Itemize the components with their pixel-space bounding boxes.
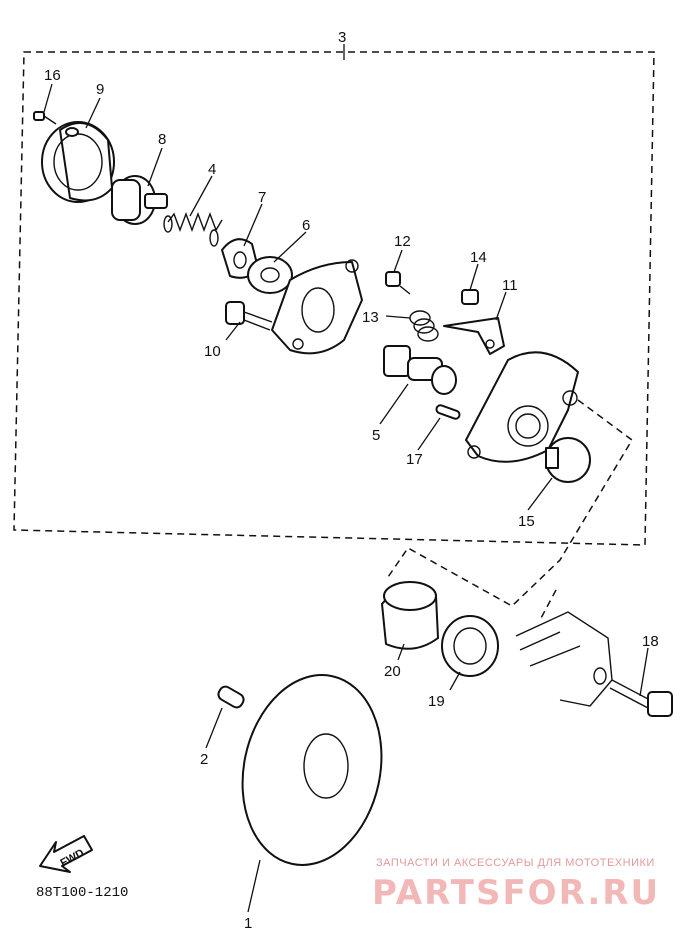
part-9-cover — [41, 121, 115, 203]
connector-lines-2 — [539, 589, 557, 621]
connector-lines — [385, 399, 633, 607]
label-20: 20 — [384, 663, 401, 680]
part-11-lever — [443, 317, 505, 355]
part-13-spring — [409, 310, 439, 342]
label-10: 10 — [204, 343, 221, 360]
label-14: 14 — [470, 249, 487, 266]
part-17-pin — [435, 404, 461, 420]
label-15: 15 — [518, 513, 535, 530]
part-4-spring — [163, 212, 223, 247]
assembly-boundary — [13, 51, 655, 546]
part-8-shaft-gear — [111, 175, 168, 225]
part-16-screw — [33, 111, 57, 125]
part-2-key — [217, 685, 245, 709]
part-18-bolt — [609, 679, 673, 717]
label-4: 4 — [208, 161, 216, 178]
part-1-drive-plate — [241, 674, 383, 866]
label-13: 13 — [362, 309, 379, 326]
label-18: 18 — [642, 633, 659, 650]
part-10-bolt — [225, 301, 273, 331]
label-19: 19 — [428, 693, 445, 710]
label-7: 7 — [258, 189, 266, 206]
label-6: 6 — [302, 217, 310, 234]
part-14-nut — [461, 289, 479, 305]
engine-case-fragment — [515, 611, 613, 707]
label-1: 1 — [244, 915, 252, 932]
label-8: 8 — [158, 131, 166, 148]
label-9: 9 — [96, 81, 104, 98]
part-15-cap — [545, 437, 591, 483]
label-12: 12 — [394, 233, 411, 250]
part-12-bolt — [385, 271, 411, 295]
part-6-washer — [247, 256, 293, 294]
label-16: 16 — [44, 67, 61, 84]
diagram-code: 88T100-1210 — [36, 885, 128, 901]
label-5: 5 — [372, 427, 380, 444]
label-3: 3 — [338, 29, 346, 46]
label-2: 2 — [200, 751, 208, 768]
leader-lines — [43, 83, 649, 913]
label-17: 17 — [406, 451, 423, 468]
pump-housing — [271, 259, 363, 355]
part-19-bearing — [441, 615, 499, 677]
pump-body — [465, 351, 579, 463]
part-20-bushing — [381, 581, 439, 650]
part-5-pump-shaft — [383, 345, 457, 395]
label-11: 11 — [502, 277, 518, 294]
fwd-arrow-icon: FWD — [39, 835, 93, 873]
watermark-tagline: ЗАПЧАСТИ И АКСЕССУАРЫ ДЛЯ МОТОТЕХНИКИ — [376, 857, 655, 869]
watermark-logo: PARTSFOR.RU — [372, 873, 660, 913]
